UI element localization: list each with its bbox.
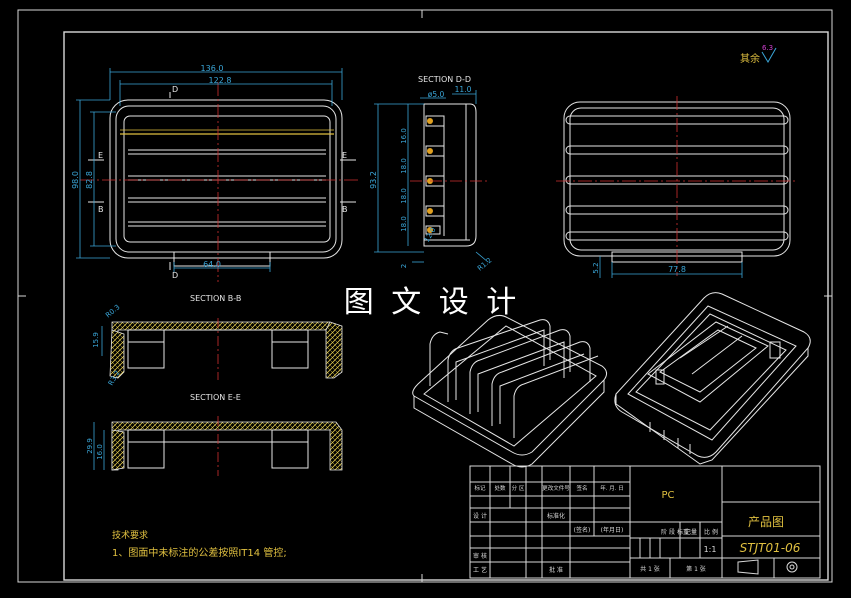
process-label: 工 艺	[473, 566, 487, 574]
dim-122: 122.8	[209, 76, 232, 85]
roughness-value: 6.3	[762, 44, 773, 52]
header-date: 年. 月. 日	[600, 484, 624, 492]
review-label: 审 核	[473, 552, 487, 560]
drawing-number: STJT01-06	[740, 541, 801, 555]
dim-dd-2: 2	[400, 264, 408, 268]
sign-label: (签名)	[574, 526, 591, 534]
dim-dd-180c: 18.0	[400, 216, 408, 232]
scale-value: 1:1	[704, 545, 717, 554]
sheets-total: 共 1 张	[640, 565, 660, 573]
dim-dd-110: 11.0	[455, 85, 472, 94]
cut-letter-d-top: D	[172, 85, 178, 94]
sheet-border	[17, 9, 833, 583]
header-mark: 标记	[474, 484, 486, 492]
section-dd-label: SECTION D-D	[418, 75, 471, 84]
approve-label: 批 准	[549, 566, 563, 574]
section-bb-label: SECTION B-B	[190, 294, 241, 303]
cut-letter-e-left: E	[98, 151, 103, 160]
material-text: PC	[661, 490, 674, 501]
design-label: 设 计	[473, 512, 487, 520]
dim-dd-50: ø5.0	[428, 90, 445, 99]
isometric-view-bottom	[614, 292, 811, 465]
section-bb-view: SECTION B-B R0.3 15.9 R3.2	[92, 294, 343, 387]
dim-828: 82.8	[85, 171, 94, 189]
technical-notes: 技术要求 1、图面中未标注的公差按照IT14 管控;	[112, 529, 287, 559]
cut-letter-d-bottom: D	[172, 271, 178, 280]
ratio-label: 比 例	[704, 528, 718, 536]
right-view: 77.8 5.2	[556, 96, 798, 278]
roughness-label: 其余	[740, 52, 760, 65]
section-ee-label: SECTION E-E	[190, 393, 241, 402]
dim-dd-160: 16.0	[400, 128, 408, 144]
dim-ee-299: 29.9	[86, 438, 94, 454]
notes-line-1: 1、图面中未标注的公差按照IT14 管控;	[112, 546, 287, 559]
isometric-view-top	[412, 314, 608, 468]
projection-cone-icon	[737, 559, 759, 575]
date-label: (年月日)	[601, 526, 624, 534]
cut-letter-b-left: B	[98, 205, 104, 214]
product-name: 产品图	[748, 515, 784, 529]
std-label: 标准化	[547, 512, 565, 520]
dim-dd-r12: R1.2	[476, 256, 493, 272]
title-block: PC 产品图 STJT01-06 1:1 阶 段 标 记 重 量 比 例 设 计…	[469, 465, 821, 579]
projection-circle-icon	[786, 561, 798, 573]
cut-letter-e-right: E	[342, 151, 347, 160]
dim-bb-159: 15.9	[92, 332, 100, 348]
dim-dd-120: 12.0	[423, 226, 438, 244]
dim-136: 136.0	[201, 64, 224, 73]
dim-dd-180a: 18.0	[400, 158, 408, 174]
dim-64: 64.0	[203, 260, 221, 269]
section-dd-view: SECTION D-D	[369, 75, 493, 273]
header-change-doc: 更改文件号	[542, 484, 570, 492]
cut-letter-b-right: B	[342, 205, 348, 214]
section-ee-view: SECTION E-E 29.9 16.0	[86, 393, 343, 476]
stage-labels: 阶 段 标 记	[661, 528, 691, 536]
dim-ee-160: 16.0	[96, 444, 104, 460]
notes-heading: 技术要求	[112, 529, 148, 541]
top-view: 136.0 122.8 64.0 98.0 82.8 D D E E B B	[71, 64, 360, 282]
dim-dd-932: 93.2	[369, 171, 378, 189]
dim-bb-r03: R0.3	[104, 303, 121, 319]
header-zone: 分 区	[512, 484, 525, 492]
dim-right-778: 77.8	[668, 265, 686, 274]
roughness-symbol: 其余 6.3	[740, 44, 777, 65]
sheet-number: 第 1 张	[686, 565, 706, 573]
dim-98: 98.0	[71, 171, 80, 189]
dim-right-52: 5.2	[592, 262, 600, 273]
header-signature: 签名	[576, 484, 587, 492]
dim-dd-180b: 18.0	[400, 188, 408, 204]
header-count: 处数	[494, 484, 506, 492]
watermark-text: 图 文 设 计	[344, 285, 521, 320]
weight-label: 重 量	[683, 528, 697, 536]
